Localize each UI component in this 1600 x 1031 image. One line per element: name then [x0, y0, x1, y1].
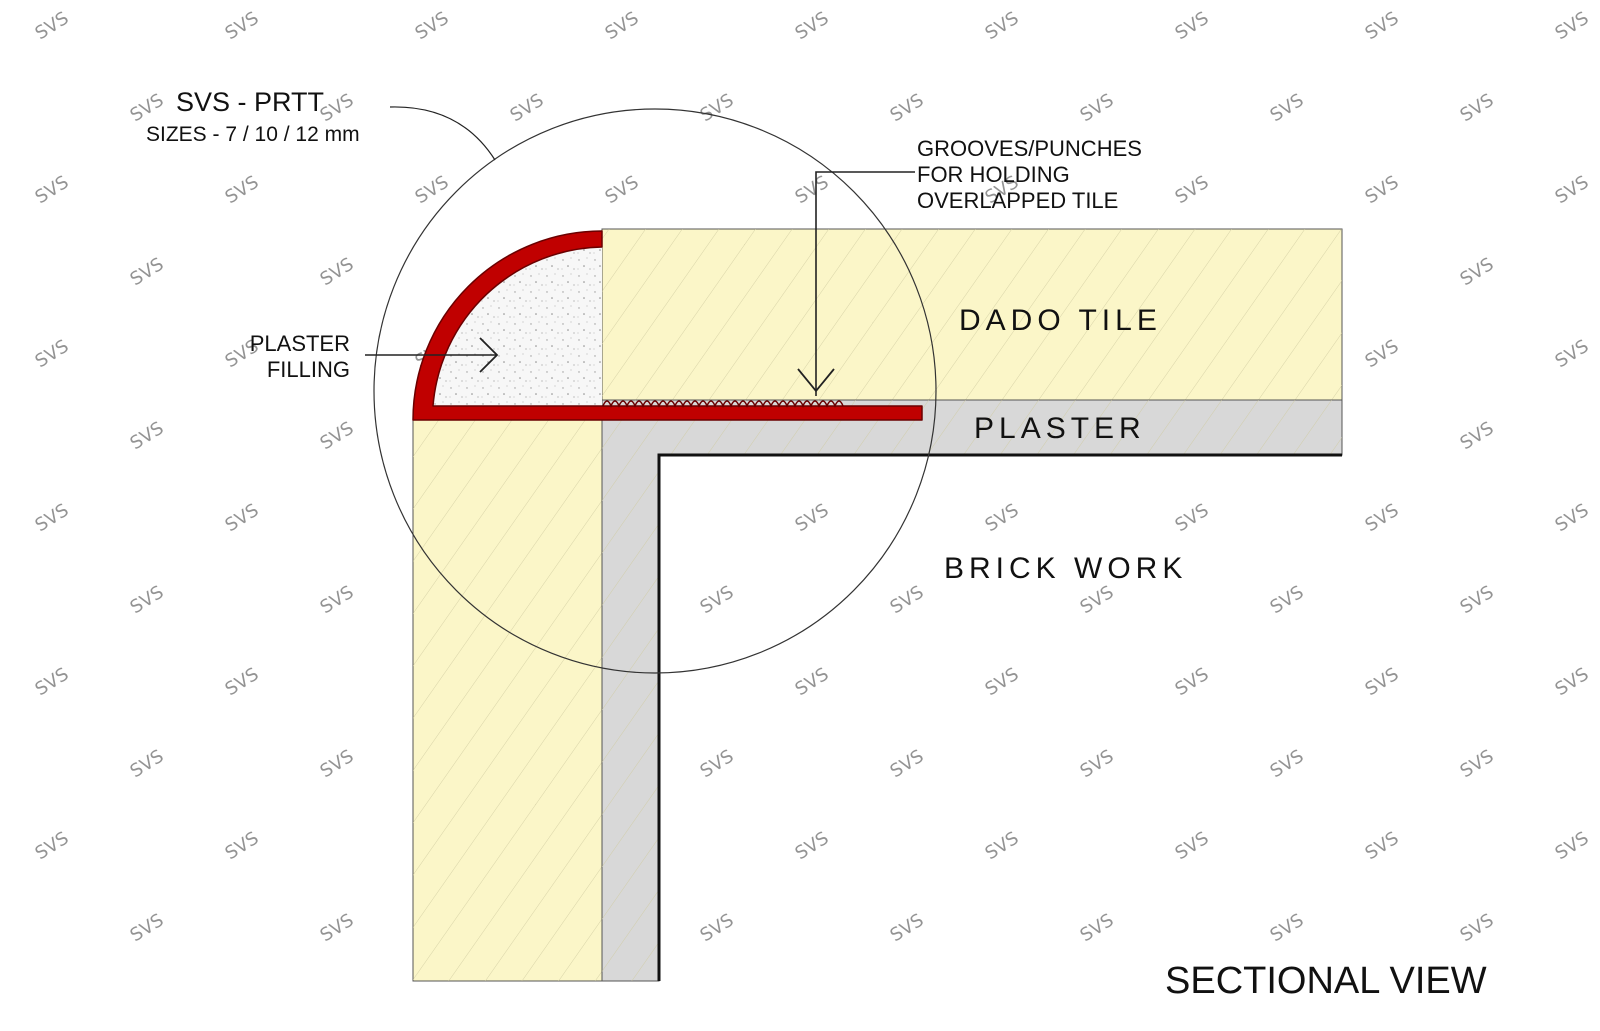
trim-profile [412, 230, 923, 421]
watermark-mark: SVS [317, 746, 358, 782]
watermark-mark: SVS [507, 90, 548, 126]
watermark-mark: SVS [222, 500, 263, 536]
watermark-mark: SVS [1267, 90, 1308, 126]
plaster-filling-label-line-1: PLASTER [250, 331, 350, 356]
watermark-mark: SVS [1552, 828, 1593, 864]
watermark-mark: SVS [697, 910, 738, 946]
watermark-mark: SVS [697, 582, 738, 618]
watermark-mark: SVS [1362, 172, 1403, 208]
watermark-mark: SVS [982, 500, 1023, 536]
watermark-mark: SVS [222, 172, 263, 208]
brick-work-edge [657, 453, 1342, 981]
watermark-mark: SVS [1077, 910, 1118, 946]
watermark-mark: SVS [1362, 336, 1403, 372]
watermark-mark: SVS [792, 664, 833, 700]
watermark-mark: SVS [1267, 746, 1308, 782]
grooves-label-line-1: GROOVES/PUNCHES [917, 136, 1142, 161]
watermark-mark: SVS [32, 336, 73, 372]
dado-tile-horizontal-hatch [602, 229, 1342, 400]
watermark-mark: SVS [317, 254, 358, 290]
watermark-mark: SVS [1552, 500, 1593, 536]
watermark-mark: SVS [317, 910, 358, 946]
leader-product [389, 106, 496, 161]
watermark-mark: SVS [1267, 582, 1308, 618]
watermark-mark: SVS [32, 172, 73, 208]
watermark-mark: SVS [32, 664, 73, 700]
watermark-mark: SVS [1172, 664, 1213, 700]
leader-grooves [815, 171, 915, 396]
dado-tile-vertical-hatch [413, 420, 602, 981]
watermark-mark: SVS [887, 582, 928, 618]
watermark-mark: SVS [602, 172, 643, 208]
watermark-mark: SVS [602, 8, 643, 44]
watermark-mark: SVS [982, 664, 1023, 700]
watermark-mark: SVS [222, 664, 263, 700]
watermark-mark: SVS [32, 828, 73, 864]
watermark-mark: SVS [1552, 172, 1593, 208]
watermark-mark: SVS [792, 500, 833, 536]
watermark-mark: SVS [222, 828, 263, 864]
watermark-mark: SVS [887, 910, 928, 946]
product-name: SVS - PRTT [176, 87, 324, 117]
watermark-mark: SVS [1362, 500, 1403, 536]
watermark-mark: SVS [792, 8, 833, 44]
watermark-mark: SVS [32, 8, 73, 44]
detail-circle [373, 108, 937, 674]
watermark-mark: SVS [1362, 828, 1403, 864]
trim-grooves [602, 400, 844, 409]
watermark-mark: SVS [1457, 910, 1498, 946]
watermark-mark: SVS [1172, 172, 1213, 208]
watermark-mark: SVS [982, 8, 1023, 44]
watermark-mark: SVS [1077, 746, 1118, 782]
watermark-mark: SVS [127, 254, 168, 290]
watermark-mark: SVS [317, 418, 358, 454]
brick-work-label: BRICK WORK [944, 552, 1187, 585]
watermark-mark: SVS [1457, 254, 1498, 290]
watermark-mark: SVS [1362, 8, 1403, 44]
watermark-mark: SVS [1077, 90, 1118, 126]
plaster-filling-area [430, 240, 602, 406]
watermark-mark: SVS [1267, 910, 1308, 946]
arrowhead-grooves [797, 368, 835, 393]
plaster-layer [601, 399, 1343, 982]
watermark-mark: SVS [1172, 828, 1213, 864]
watermark-mark: SVS [1077, 582, 1118, 618]
watermark-mark: SVS [792, 828, 833, 864]
watermark-mark: SVS [127, 910, 168, 946]
watermark-mark: SVS [1457, 746, 1498, 782]
watermark-mark: SVS [1362, 664, 1403, 700]
watermark-mark: SVS [697, 90, 738, 126]
watermark-mark: SVS [127, 90, 168, 126]
watermark-mark: SVS [317, 582, 358, 618]
dado-tile-label: DADO TILE [959, 304, 1162, 337]
watermark-mark: SVS [412, 8, 453, 44]
plaster-filling-label-line-2: FILLING [267, 357, 350, 382]
watermark-mark: SVS [127, 746, 168, 782]
watermark-mark: SVS [32, 500, 73, 536]
watermark-mark: SVS [1172, 8, 1213, 44]
plaster-label: PLASTER [974, 412, 1146, 445]
watermark-mark: SVS [887, 746, 928, 782]
product-sizes: SIZES - 7 / 10 / 12 mm [146, 123, 360, 146]
watermark-mark: SVS [697, 746, 738, 782]
watermark-mark: SVS [1457, 90, 1498, 126]
arrowhead-plaster-filling [479, 337, 499, 373]
grooves-label-line-3: OVERLAPPED TILE [917, 188, 1118, 213]
watermark-mark: SVS [982, 828, 1023, 864]
watermark-mark: SVS [1172, 500, 1213, 536]
plaster-hatch [602, 400, 1342, 981]
watermark-mark: SVS [1552, 664, 1593, 700]
watermark-mark: SVS [1552, 336, 1593, 372]
watermark-mark: SVS [887, 90, 928, 126]
watermark-mark: SVS [1457, 418, 1498, 454]
watermark-mark: SVS [1552, 8, 1593, 44]
watermark-mark: SVS [127, 418, 168, 454]
watermark-mark: SVS [222, 8, 263, 44]
watermark-mark: SVS [792, 172, 833, 208]
watermark-mark: SVS [127, 582, 168, 618]
view-title: SECTIONAL VIEW [1165, 960, 1487, 1002]
grooves-label-line-2: FOR HOLDING [917, 162, 1070, 187]
watermark-mark: SVS [1457, 582, 1498, 618]
